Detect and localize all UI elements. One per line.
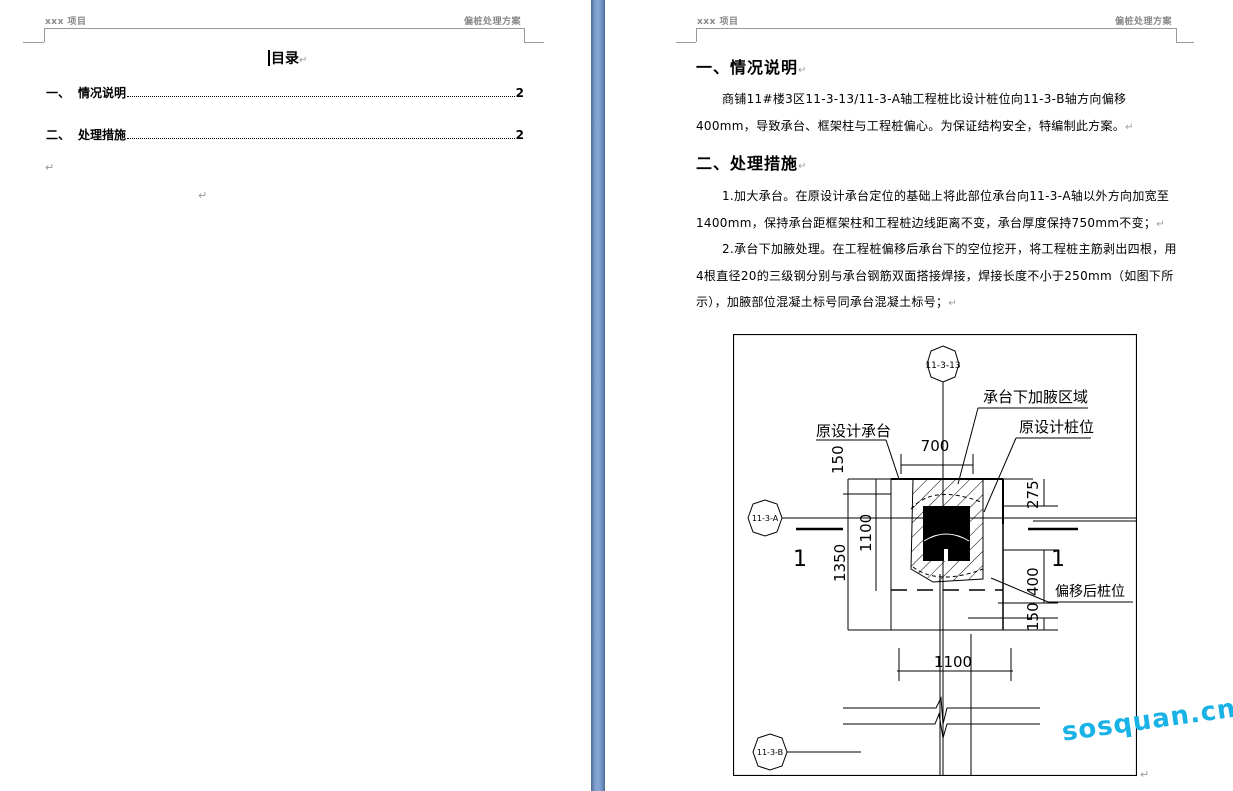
dim-left-inner: 1100 [857, 514, 875, 552]
section-mark-left: 1 [793, 547, 807, 572]
dim-right-mid: 400 [1024, 567, 1042, 596]
toc-entry-page: 2 [515, 86, 524, 100]
toc-leader-dots [127, 95, 515, 97]
toc-entry-label: 处理措施 [78, 128, 127, 142]
page-separator [591, 0, 605, 791]
dim-right-bottom: 150 [1024, 602, 1042, 631]
header-rule-left-drop [44, 28, 45, 42]
header-left-text: xxx 项目 [45, 17, 87, 27]
toc-entry-label: 情况说明 [78, 86, 127, 100]
toc-entry[interactable]: 一、 情况说明 2 [46, 84, 524, 101]
dim-bottom-width: 1100 [934, 653, 972, 671]
header-rule-left-drop [696, 28, 697, 42]
axis-bubble-bottom [752, 733, 788, 771]
measure-item-2: 2.承台下加腋处理。在工程桩偏移后承台下的空位挖开，将工程桩主筋剥出四根，用4根… [696, 242, 1177, 309]
margin-mark-left [676, 42, 696, 43]
dim-top-offset: 150 [829, 445, 847, 474]
header-rule-right-drop [1176, 28, 1177, 42]
toc-entry-number: 一、 [46, 86, 71, 100]
axis-label-top: 11-3-13 [925, 361, 960, 371]
measure-item-1: 1.加大承台。在原设计承台定位的基础上将此部位承台向11-3-A轴以外方向加宽至… [696, 189, 1170, 230]
axis-label-left: 11-3-A [752, 514, 779, 523]
axis-bubble-top [926, 345, 960, 383]
paragraph-mark: ↵ [198, 189, 208, 202]
toc-page: xxx 项目 偏桩处理方案 目录↵ 一、 情况说明 2 二、 处理措施 2 ↵ … [0, 0, 591, 791]
margin-mark-right [524, 42, 544, 43]
toc-entry-number: 二、 [46, 128, 71, 142]
label-original-cap: 原设计承台 [816, 422, 891, 440]
header-right-text: 偏桩处理方案 [464, 17, 522, 27]
header-left-text: xxx 项目 [697, 17, 739, 27]
label-original-pile: 原设计桩位 [1019, 418, 1094, 436]
dim-left-outer: 1350 [831, 544, 849, 582]
header-rule [696, 28, 1176, 29]
header-rule-right-drop [524, 28, 525, 42]
section-heading-situation: 一、情况说明↵ [696, 58, 808, 77]
label-offset-pile: 偏移后桩位 [1055, 583, 1125, 600]
paragraph-mark: ↵ [45, 161, 55, 174]
toc-entry-page: 2 [515, 128, 524, 142]
section-mark-right: 1 [1051, 547, 1065, 572]
margin-mark-right [1176, 42, 1194, 43]
label-haunch-zone: 承台下加腋区域 [983, 388, 1088, 406]
dim-top-width: 700 [921, 437, 950, 455]
section-heading-measures: 二、处理措施↵ [696, 154, 808, 173]
toc-leader-dots [127, 137, 515, 139]
axis-label-bottom: 11-3-B [757, 748, 783, 757]
margin-mark-left [23, 42, 44, 43]
text-cursor [268, 50, 270, 66]
pile-cap-diagram[interactable]: 11-3-13 11-3-A 1 1 1350 1100 15 [733, 334, 1137, 776]
header-right-text: 偏桩处理方案 [1115, 17, 1173, 27]
toc-entry[interactable]: 二、 处理措施 2 [46, 126, 524, 143]
axis-bubble-left [747, 499, 783, 537]
dim-right-top: 275 [1024, 480, 1042, 509]
header-rule [44, 28, 524, 29]
section-paragraph-situation: 商铺11#楼3区11-3-13/11-3-A轴工程桩比设计桩位向11-3-B轴方… [696, 92, 1134, 133]
paragraph-mark: ↵ [1140, 768, 1150, 781]
toc-title[interactable]: 目录↵ [268, 48, 307, 68]
content-page: xxx 项目 偏桩处理方案 一、情况说明↵ 商铺11#楼3区11-3-13/11… [605, 0, 1233, 791]
